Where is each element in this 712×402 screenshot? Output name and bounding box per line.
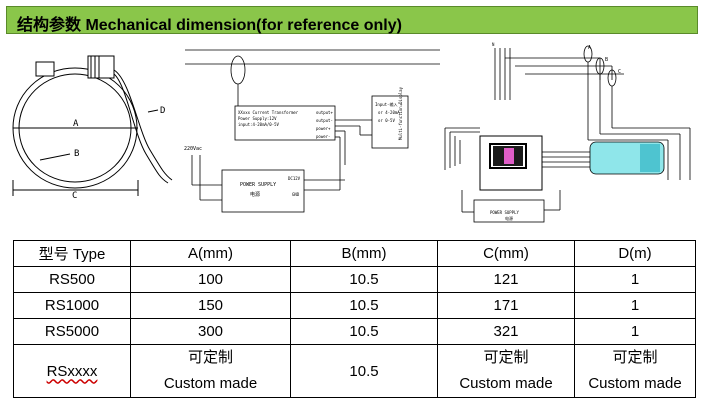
phase-b-label: B (605, 57, 608, 63)
display-input-3: or 0-5V (378, 118, 395, 123)
col-header-d: D(m) (574, 240, 696, 267)
custom-cn-text: 可定制 (483, 349, 529, 366)
phase-a-label: A (588, 45, 591, 51)
dc-label: DC12V (288, 176, 301, 181)
cell-b: 10.5 (290, 292, 438, 319)
ct-module-cyan-end (640, 144, 660, 172)
cell-a: 300 (130, 318, 291, 345)
coil-drawing (12, 55, 173, 196)
cell-d: 1 (574, 266, 696, 293)
cell-a: 150 (130, 292, 291, 319)
section-header: 结构参数 Mechanical dimension(for reference … (6, 6, 698, 34)
cell-c: 可定制 Custom made (437, 344, 575, 398)
table-row: RS500 100 10.5 121 1 (13, 266, 696, 293)
dim-label-d: D (160, 106, 165, 116)
cell-d: 1 (574, 318, 696, 345)
ct-text-1: XXxxx Current Transformer (238, 110, 299, 115)
col-header-c: C(mm) (437, 240, 575, 267)
power-supply-label: POWER SUPPLY (240, 182, 276, 188)
cell-b: 10.5 (290, 266, 438, 293)
display-side-label: Multi-function Display (398, 86, 403, 140)
supply-voltage-label: 220Vac (184, 146, 202, 152)
cell-type: RS1000 (13, 292, 131, 319)
table-row: RS1000 150 10.5 171 1 (13, 292, 696, 319)
display-box (371, 95, 409, 149)
cell-type: RS500 (13, 266, 131, 293)
dim-label-c: C (72, 191, 77, 201)
dim-label-a: A (73, 119, 79, 129)
table-header-row: 型号 Type A(mm) B(mm) C(mm) D(m) (13, 240, 696, 267)
cell-a: 100 (130, 266, 291, 293)
custom-cn-text: 可定制 (187, 349, 233, 366)
ct-module-box (234, 105, 336, 141)
cell-a: 可定制 Custom made (130, 344, 291, 398)
cell-type: RS5000 (13, 318, 131, 345)
neutral-label: N (492, 42, 495, 47)
right-power-supply-label: POWER SUPPLY (490, 210, 519, 215)
port-output-plus: output+ (316, 110, 333, 115)
right-power-supply-cn-label: 电源 (505, 215, 513, 221)
coil-connector (87, 55, 115, 79)
wiring-diagram-middle (185, 49, 440, 213)
custom-en-text: Custom made (588, 375, 682, 392)
mechanical-diagram: A B C D XXxxx Current Transformer Power … (12, 42, 691, 223)
cell-d: 可定制 Custom made (574, 344, 696, 398)
col-header-b: B(mm) (290, 240, 438, 267)
custom-en-text: Custom made (459, 375, 553, 392)
display-input-2: or 4-20mA (378, 110, 400, 115)
custom-cn-text: 可定制 (612, 349, 658, 366)
cell-c: 121 (437, 266, 575, 293)
power-supply-box (221, 169, 305, 213)
cell-d: 1 (574, 292, 696, 319)
display-input-1: Input-输入 + (375, 101, 403, 107)
table-row-custom: RSxxxx 可定制 Custom made 10.5 可定制 Custom m… (13, 344, 696, 398)
port-power-plus: power+ (316, 126, 331, 131)
cell-c: 321 (437, 318, 575, 345)
port-power-minus: power- (316, 134, 330, 139)
wiring-diagram-right (444, 45, 691, 223)
phase-c-label: C (618, 69, 621, 75)
power-supply-cn-label: 电源 (250, 191, 260, 198)
custom-type-text: RSxxxx (46, 362, 98, 380)
dim-label-b: B (74, 149, 79, 159)
cell-c: 171 (437, 292, 575, 319)
cell-type: RSxxxx (13, 344, 131, 398)
dimension-table: 型号 Type A(mm) B(mm) C(mm) D(m) RS500 100… (13, 240, 696, 398)
port-output-minus: output- (316, 118, 333, 123)
gnd-label: GND (292, 192, 300, 197)
col-header-type: 型号 Type (13, 240, 131, 267)
right-power-supply-box (473, 199, 545, 223)
ct-text-2: Power Supply:12V (238, 116, 277, 121)
meter-screen-glyph (504, 148, 514, 164)
col-header-a: A(mm) (130, 240, 291, 267)
table-row: RS5000 300 10.5 321 1 (13, 318, 696, 345)
section-title: 结构参数 Mechanical dimension(for reference … (17, 17, 402, 34)
ct-text-3: input:4-20mA/0-5V (238, 122, 280, 127)
custom-en-text: Custom made (163, 375, 258, 392)
coil-end-cap (35, 61, 55, 77)
cell-b: 10.5 (290, 318, 438, 345)
cell-b: 10.5 (290, 344, 438, 398)
